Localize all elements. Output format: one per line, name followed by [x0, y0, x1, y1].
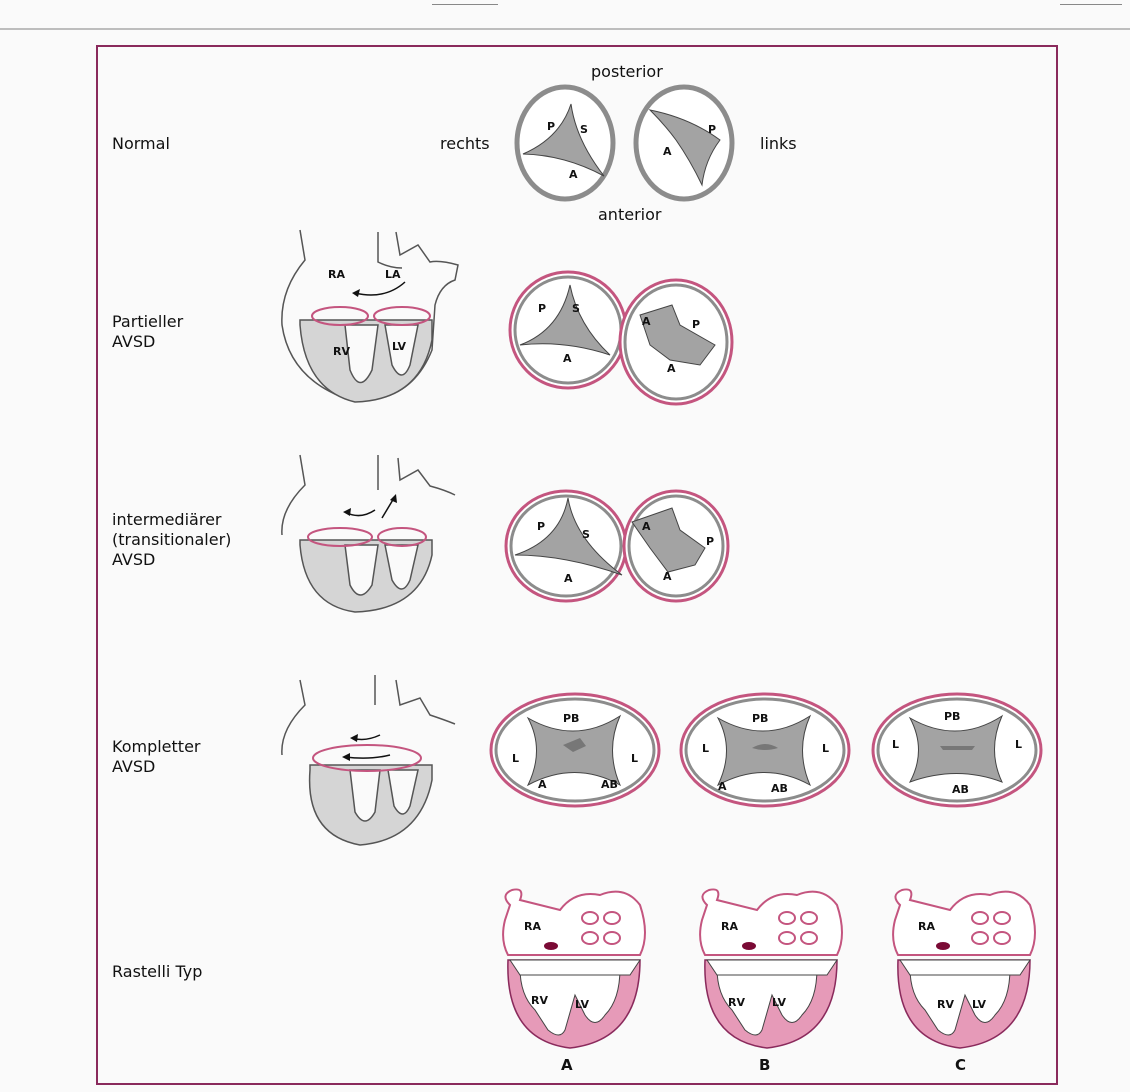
leaflet-label: L — [892, 738, 899, 751]
leaflet-label: P — [538, 302, 546, 315]
leaflet-label: L — [1015, 738, 1022, 751]
leaflet-label: L — [822, 742, 829, 755]
leaflet-label: S — [582, 528, 590, 541]
rastelli-type-a: RA RV LV A — [503, 889, 645, 1074]
rastelli-type-b: RA RV LV B — [700, 889, 842, 1074]
leaflet-label: S — [580, 123, 588, 136]
chamber-label: RA — [918, 920, 935, 933]
leaflet-label: A — [563, 352, 572, 365]
leaflet-label: AB — [952, 783, 969, 796]
leaflet-label: A — [663, 570, 672, 583]
leaflet-label: P — [692, 318, 700, 331]
partial-avsd-heart: RA LA RV LV — [282, 230, 458, 402]
leaflet-label: S — [572, 302, 580, 315]
leaflet-label: A — [564, 572, 573, 585]
chamber-label: LV — [392, 340, 406, 353]
leaflet-label: A — [538, 778, 547, 791]
rastelli-label-a: A — [561, 1056, 573, 1074]
chamber-label: LA — [385, 268, 401, 281]
chamber-label: LV — [772, 996, 786, 1009]
chamber-label: RV — [937, 998, 954, 1011]
complete-avsd-valves: PB L L A AB PB L L A AB PB L L AB — [491, 694, 1041, 806]
partial-avsd-valves: P S A A P A — [510, 272, 732, 404]
chamber-label: RV — [531, 994, 548, 1007]
leaflet-label: L — [702, 742, 709, 755]
rastelli-type-c: RA RV LV C — [893, 889, 1035, 1074]
leaflet-label: PB — [944, 710, 960, 723]
leaflet-label: A — [718, 780, 727, 793]
leaflet-label: A — [663, 145, 672, 158]
leaflet-label: P — [547, 120, 555, 133]
leaflet-label: AB — [601, 778, 618, 791]
leaflet-label: P — [706, 535, 714, 548]
leaflet-label: PB — [563, 712, 579, 725]
leaflet-label: P — [708, 123, 716, 136]
leaflet-label: L — [512, 752, 519, 765]
normal-valves: P S A A P — [517, 87, 732, 199]
rastelli-label-b: B — [759, 1056, 770, 1074]
leaflet-label: PB — [752, 712, 768, 725]
chamber-label: RV — [333, 345, 350, 358]
chamber-label: RA — [721, 920, 738, 933]
leaflet-label: A — [667, 362, 676, 375]
rastelli-label-c: C — [955, 1056, 966, 1074]
chamber-label: RA — [328, 268, 345, 281]
intermediate-avsd-valves: P S A A P A — [506, 491, 728, 601]
leaflet-label: A — [569, 168, 578, 181]
chamber-label: RA — [524, 920, 541, 933]
leaflet-label: A — [642, 520, 651, 533]
chamber-label: LV — [575, 998, 589, 1011]
intermediate-avsd-heart — [282, 455, 455, 612]
complete-avsd-heart — [282, 675, 455, 845]
leaflet-label: L — [631, 752, 638, 765]
chamber-label: RV — [728, 996, 745, 1009]
leaflet-label: A — [642, 315, 651, 328]
leaflet-label: P — [537, 520, 545, 533]
chamber-label: LV — [972, 998, 986, 1011]
leaflet-label: AB — [771, 782, 788, 795]
